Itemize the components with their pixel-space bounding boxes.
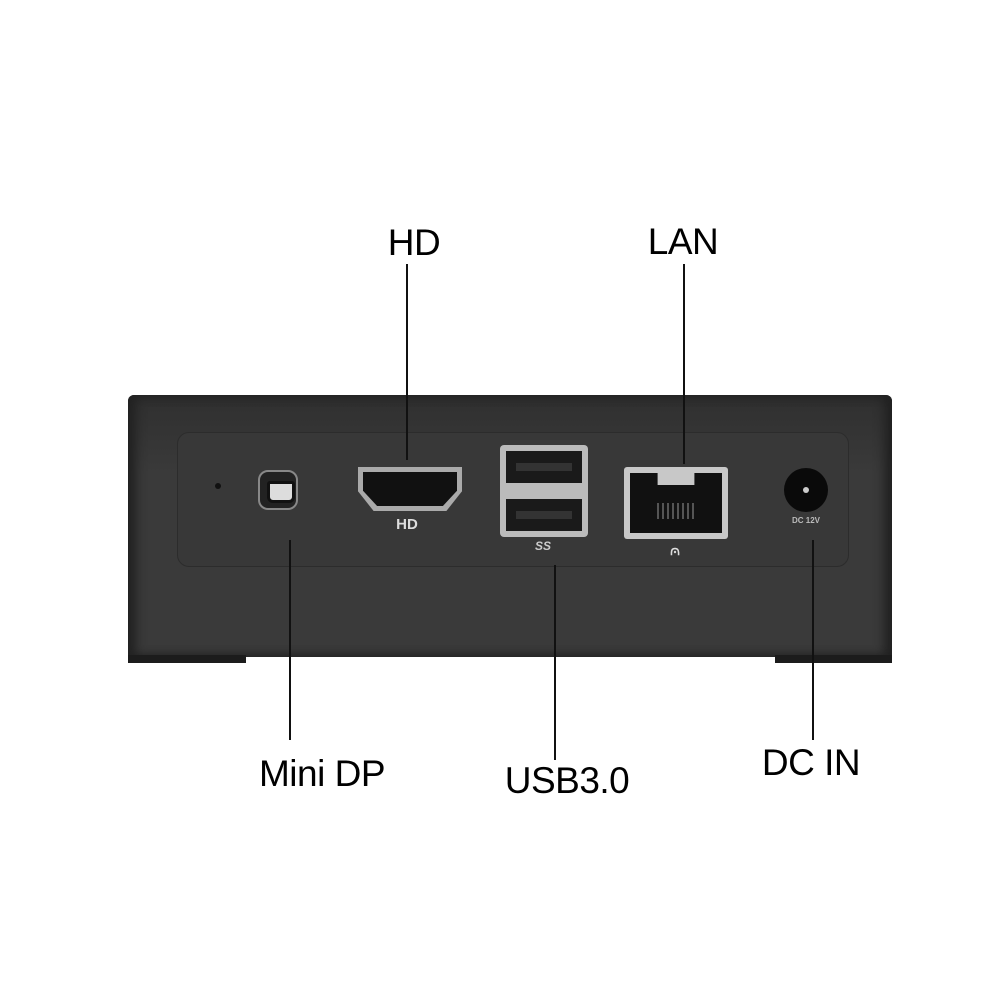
hd-callout-label: HD	[387, 222, 441, 263]
dc-in-callout-label: DC IN	[761, 742, 861, 783]
usb-callout-label: USB3.0	[504, 760, 630, 801]
left-foot	[128, 655, 246, 663]
mini-dp-callout-label: Mini DP	[258, 753, 386, 794]
network-icon: ⩀	[670, 542, 680, 558]
hd-callout-line	[406, 264, 408, 460]
hdmi-marking: HD	[396, 516, 418, 533]
lan-port	[624, 467, 728, 539]
mini-dp-port	[258, 470, 298, 510]
lan-callout-label: LAN	[647, 221, 719, 262]
usb-port-stack	[500, 445, 588, 537]
usb-ss-marking: SS	[534, 539, 552, 553]
dc-in-callout-line	[812, 540, 814, 740]
lan-callout-line	[683, 264, 685, 464]
usb-callout-line	[554, 565, 556, 760]
hdmi-port	[358, 467, 462, 511]
usb-port-bottom	[506, 499, 582, 531]
dc-in-jack	[784, 468, 828, 512]
dc-12v-marking: DC 12V	[791, 516, 821, 525]
indicator-dot	[215, 483, 221, 489]
usb-port-top	[506, 451, 582, 483]
right-foot	[775, 655, 892, 663]
mini-dp-callout-line	[289, 540, 291, 740]
